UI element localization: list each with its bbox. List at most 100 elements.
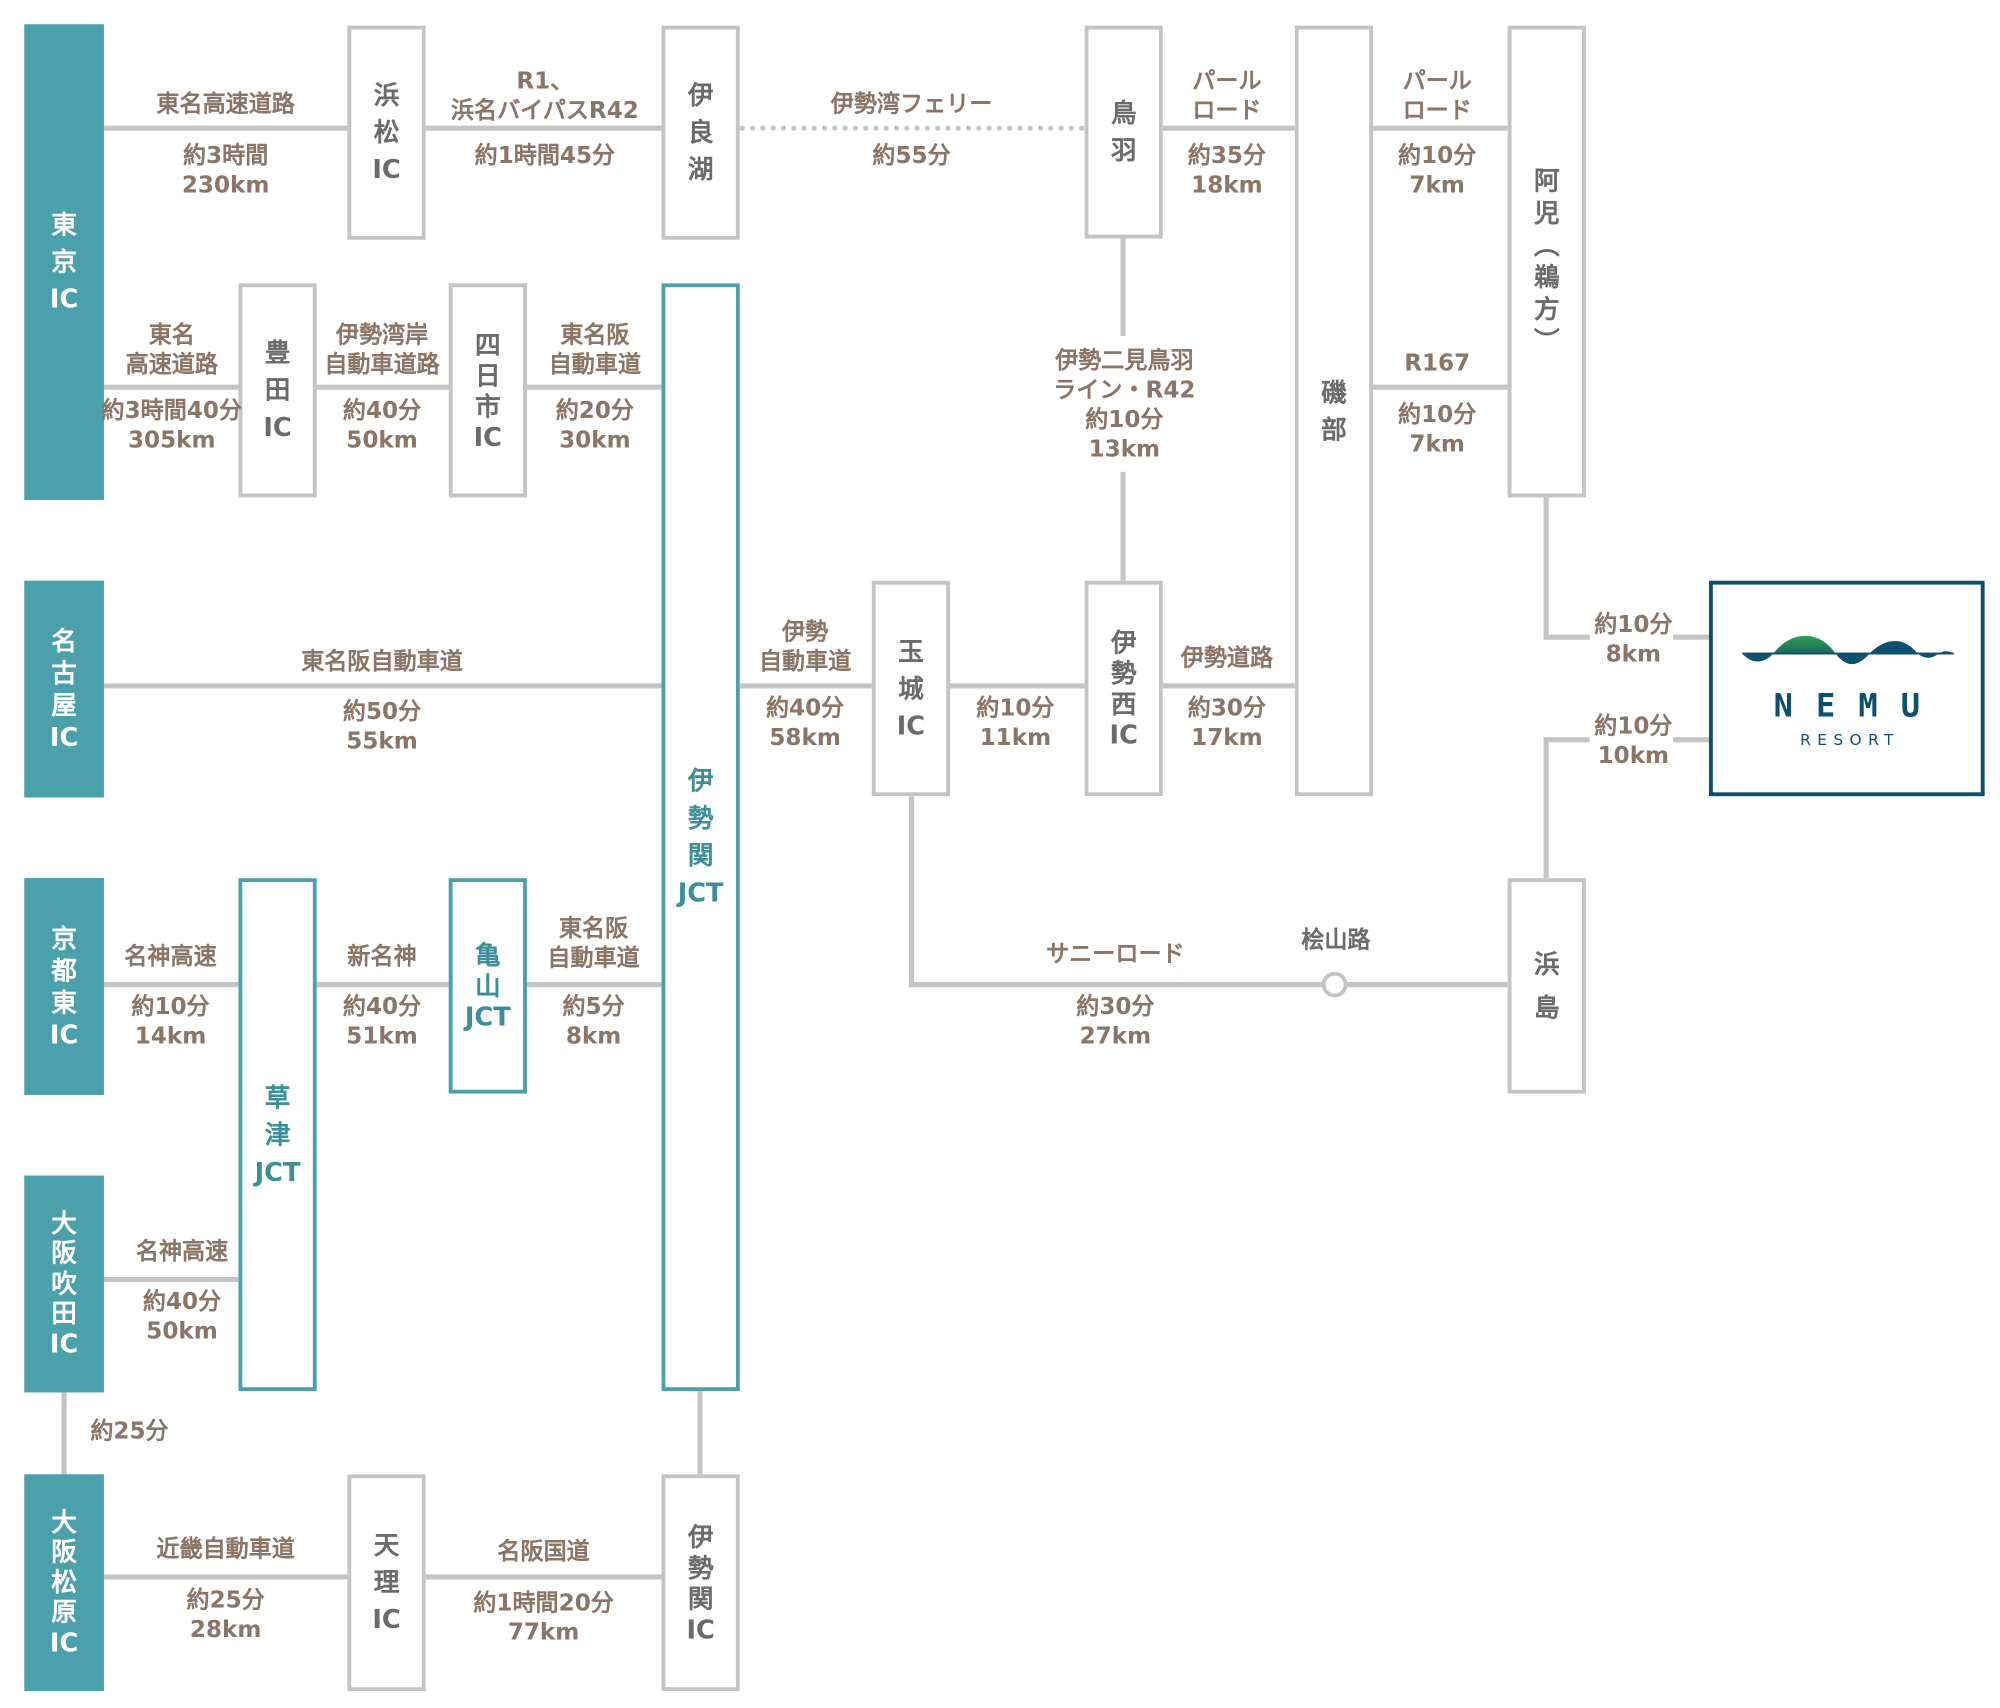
node-label-char: 京 bbox=[51, 246, 77, 277]
route-time: 約25分 bbox=[90, 1417, 169, 1445]
route-line bbox=[425, 125, 662, 131]
node-label-char: 津 bbox=[264, 1118, 291, 1150]
node-label-char: 原 bbox=[51, 1596, 77, 1628]
route-label: 東名阪 自動車道 bbox=[548, 321, 642, 379]
node-label-char: 児 bbox=[1533, 197, 1560, 229]
node-label-char: 伊 bbox=[687, 1521, 714, 1552]
node-label-char: ︵ bbox=[1533, 229, 1560, 261]
node-label-char: 阪 bbox=[51, 1536, 77, 1567]
route-line bbox=[1120, 471, 1126, 581]
wave-logo-icon bbox=[1742, 635, 1954, 665]
node-tenri-ic: 天理 IC bbox=[347, 1474, 426, 1692]
node-label-char: 理 bbox=[373, 1566, 400, 1598]
route-label: 伊勢湾岸 自動車道路 bbox=[324, 321, 440, 379]
node-label-char: IC bbox=[49, 1626, 79, 1658]
route-time: 約1時間45分 bbox=[474, 142, 616, 170]
node-label-char: IC bbox=[372, 153, 401, 185]
node-label-char: IC bbox=[686, 1613, 715, 1645]
node-label-char: 松 bbox=[373, 116, 400, 148]
route-line bbox=[1543, 634, 1590, 640]
route-line bbox=[103, 1574, 348, 1580]
route-line bbox=[1543, 737, 1549, 879]
route-time: 約3時間40分 305km bbox=[101, 397, 243, 454]
route-line bbox=[697, 1391, 703, 1475]
node-label-char: 天 bbox=[373, 1529, 400, 1561]
route-time: 約55分 bbox=[872, 142, 951, 170]
node-label-char: 名 bbox=[51, 624, 77, 656]
route-line bbox=[103, 1276, 239, 1283]
node-label-char: JCT bbox=[677, 876, 724, 908]
nemu-resort-logo-box: NEMU RESORT bbox=[1708, 580, 1985, 797]
node-label-char: 西 bbox=[1110, 688, 1137, 720]
route-line bbox=[316, 982, 449, 988]
node-hamajima: 浜島 bbox=[1507, 878, 1586, 1094]
node-label-char: 松 bbox=[51, 1566, 77, 1598]
route-label: 近畿自動車道 bbox=[156, 1535, 295, 1563]
waypoint-marker bbox=[1321, 971, 1348, 998]
route-time: 約50分 55km bbox=[342, 698, 422, 756]
node-toba: 鳥羽 bbox=[1084, 25, 1163, 239]
node-label-char: 方 bbox=[1533, 293, 1560, 325]
node-toyota-ic: 豊田 IC bbox=[238, 283, 317, 498]
route-label: パール ロード bbox=[1192, 67, 1262, 125]
node-label-char: 玉 bbox=[898, 635, 924, 667]
route-label: パール ロード bbox=[1402, 67, 1472, 125]
node-ago: 阿児︵鵜方︶ bbox=[1507, 25, 1586, 498]
route-label: 東名高速道路 bbox=[156, 91, 295, 118]
route-line bbox=[1120, 238, 1126, 336]
route-label: 伊勢道路 bbox=[1180, 644, 1274, 672]
logo-subtitle: RESORT bbox=[1800, 730, 1900, 749]
node-label-char: 豊 bbox=[264, 337, 291, 368]
node-label-char: IC bbox=[896, 709, 926, 741]
route-time: 約10分 8km bbox=[1594, 611, 1673, 668]
route-label: R167 bbox=[1404, 349, 1471, 377]
route-label: R1、 浜名バイパスR42 bbox=[450, 67, 639, 125]
logo-name: NEMU bbox=[1773, 687, 1944, 725]
node-label-char: JCT bbox=[464, 1001, 511, 1033]
node-label-char: IC bbox=[49, 1018, 79, 1050]
route-line bbox=[1673, 634, 1709, 640]
route-line bbox=[103, 125, 348, 131]
node-label-char: 浜 bbox=[1533, 948, 1560, 980]
route-time: 約35分 18km bbox=[1187, 142, 1267, 199]
node-label-char: 田 bbox=[264, 374, 291, 406]
node-irago: 伊良湖 bbox=[661, 25, 740, 240]
route-label: 名阪国道 bbox=[497, 1538, 590, 1566]
node-label-char: 大 bbox=[51, 1505, 77, 1537]
node-label-char: 阪 bbox=[51, 1237, 77, 1269]
node-label-char: 日 bbox=[474, 359, 501, 391]
node-label-char: IC bbox=[372, 1603, 401, 1635]
route-line bbox=[103, 384, 239, 390]
node-label-char: 磯 bbox=[1321, 376, 1347, 408]
route-line bbox=[1373, 125, 1508, 131]
node-label-char: 湖 bbox=[687, 153, 714, 185]
node-label-char: 大 bbox=[51, 1207, 77, 1238]
route-line bbox=[425, 1574, 662, 1580]
route-label: 東名阪自動車道 bbox=[301, 648, 463, 676]
route-line bbox=[526, 982, 662, 988]
route-time: 約30分 17km bbox=[1187, 694, 1267, 752]
route-line bbox=[1543, 737, 1590, 743]
node-label-char: 勢 bbox=[1110, 657, 1137, 689]
route-time: 約10分 14km bbox=[131, 993, 210, 1050]
node-label-char: 山 bbox=[474, 970, 501, 1002]
route-label: 新名神 bbox=[347, 943, 417, 971]
node-label-char: IC bbox=[263, 411, 292, 443]
route-line bbox=[1543, 497, 1549, 640]
route-time: 約40分 50km bbox=[342, 397, 422, 454]
node-label-char: 伊 bbox=[1110, 626, 1137, 658]
route-time: 約3時間 230km bbox=[181, 142, 270, 199]
node-label-char: IC bbox=[1109, 719, 1138, 750]
node-label-char: IC bbox=[49, 283, 79, 315]
node-label-char: IC bbox=[473, 421, 503, 452]
node-label-char: 部 bbox=[1321, 413, 1347, 445]
route-time: 約40分 58km bbox=[765, 694, 845, 752]
